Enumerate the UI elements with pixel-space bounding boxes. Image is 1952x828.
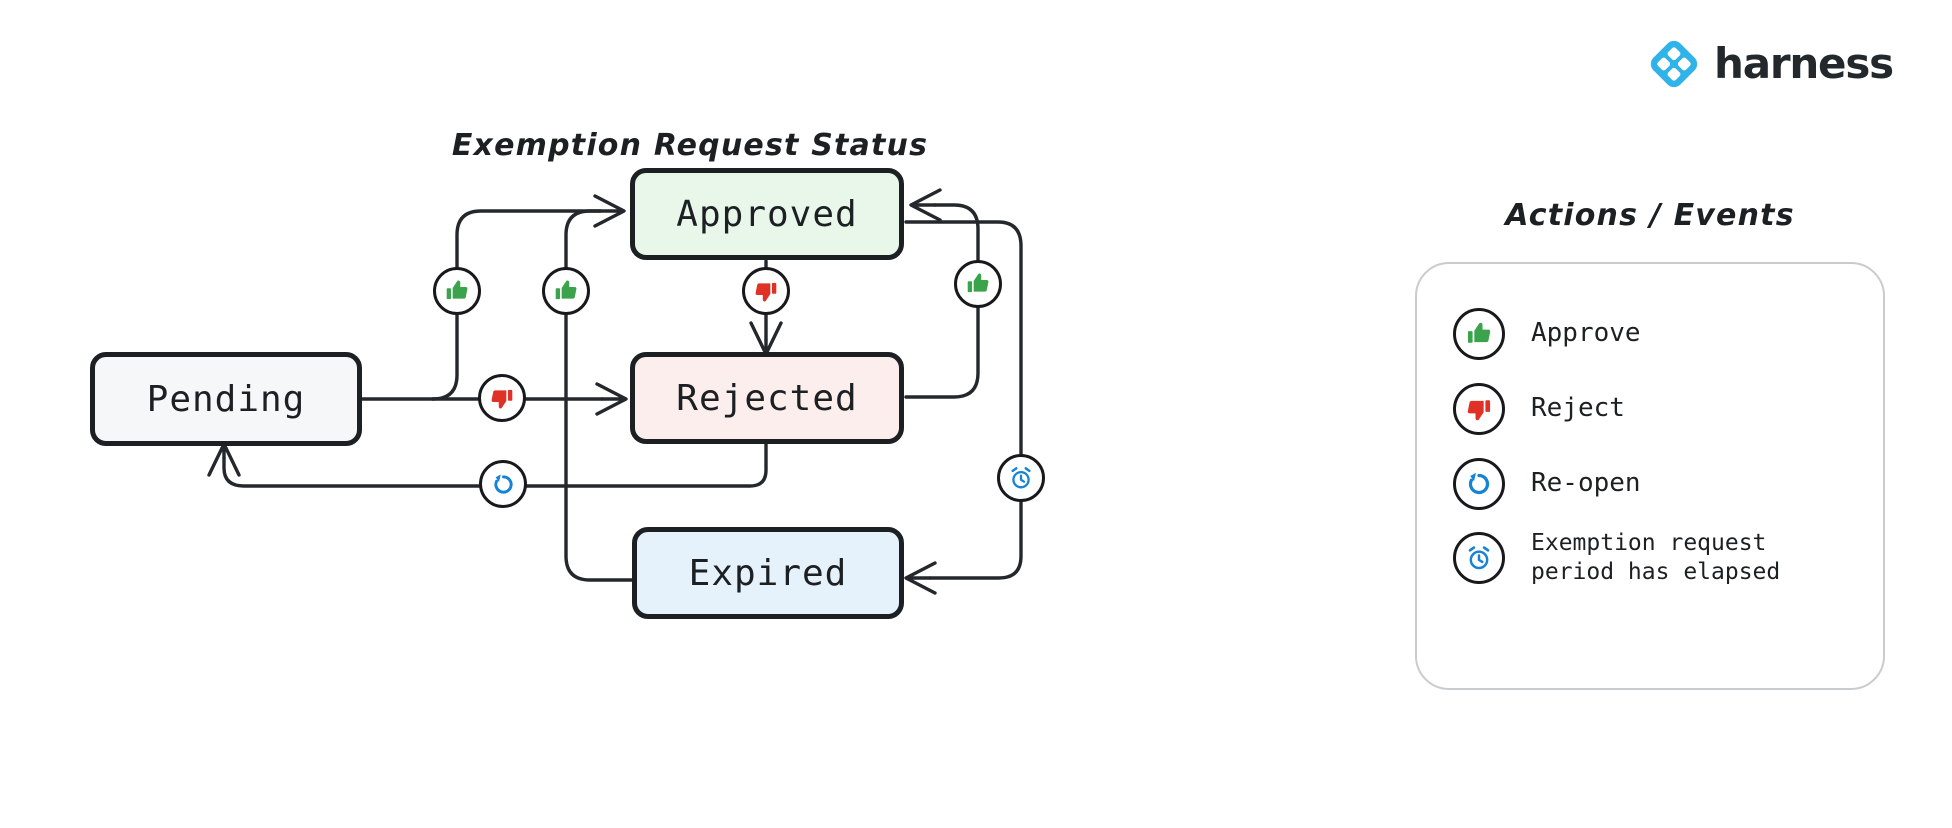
arrowhead-pending-approved xyxy=(593,194,626,228)
legend-label: Re-open xyxy=(1531,468,1641,499)
reopen-icon xyxy=(1453,458,1505,510)
legend-label: Reject xyxy=(1531,393,1625,424)
thumbs-down-icon xyxy=(1453,383,1505,435)
state-node-expired[interactable]: Expired xyxy=(632,527,904,619)
arrowhead-approved-expired xyxy=(904,561,937,595)
legend-item-elapsed[interactable]: Exemption request period has elapsed xyxy=(1453,529,1780,588)
arrowhead-pending-rejected xyxy=(595,382,628,416)
legend-label: Approve xyxy=(1531,318,1641,349)
state-label: Pending xyxy=(146,378,306,420)
thumbs-up-icon[interactable] xyxy=(542,267,590,315)
legend-item-reject[interactable]: Reject xyxy=(1453,383,1625,435)
edge-approved-expired xyxy=(904,220,1023,580)
state-label: Expired xyxy=(688,552,848,594)
legend-panel: Approve Reject Re-open xyxy=(1415,262,1885,690)
harness-wordmark: harness xyxy=(1714,39,1894,88)
thumbs-down-icon[interactable] xyxy=(742,267,790,315)
state-label: Rejected xyxy=(676,377,858,419)
alarm-clock-icon[interactable] xyxy=(997,454,1045,502)
state-node-approved[interactable]: Approved xyxy=(630,168,904,260)
state-node-rejected[interactable]: Rejected xyxy=(630,352,904,444)
thumbs-up-icon[interactable] xyxy=(954,260,1002,308)
state-node-pending[interactable]: Pending xyxy=(90,352,362,446)
edge-rejected-approved xyxy=(904,203,980,399)
legend-item-reopen[interactable]: Re-open xyxy=(1453,458,1641,510)
harness-logo: harness xyxy=(1648,38,1894,90)
arrowhead-rejected-approved xyxy=(909,188,942,222)
legend-label: Exemption request period has elapsed xyxy=(1531,530,1781,586)
thumbs-up-icon[interactable] xyxy=(433,267,481,315)
edge-rejected-pending xyxy=(222,442,768,488)
legend-title: Actions / Events xyxy=(1505,198,1795,233)
state-label: Approved xyxy=(676,193,858,235)
alarm-clock-icon xyxy=(1453,532,1505,585)
harness-diamond-logo xyxy=(1648,38,1700,90)
thumbs-up-icon xyxy=(1453,308,1505,360)
edge-expired-approved xyxy=(564,209,634,582)
diagram-title: Exemption Request Status xyxy=(451,128,929,163)
legend-item-approve[interactable]: Approve xyxy=(1453,308,1641,360)
reopen-icon[interactable] xyxy=(479,460,527,508)
thumbs-down-icon[interactable] xyxy=(478,374,526,422)
